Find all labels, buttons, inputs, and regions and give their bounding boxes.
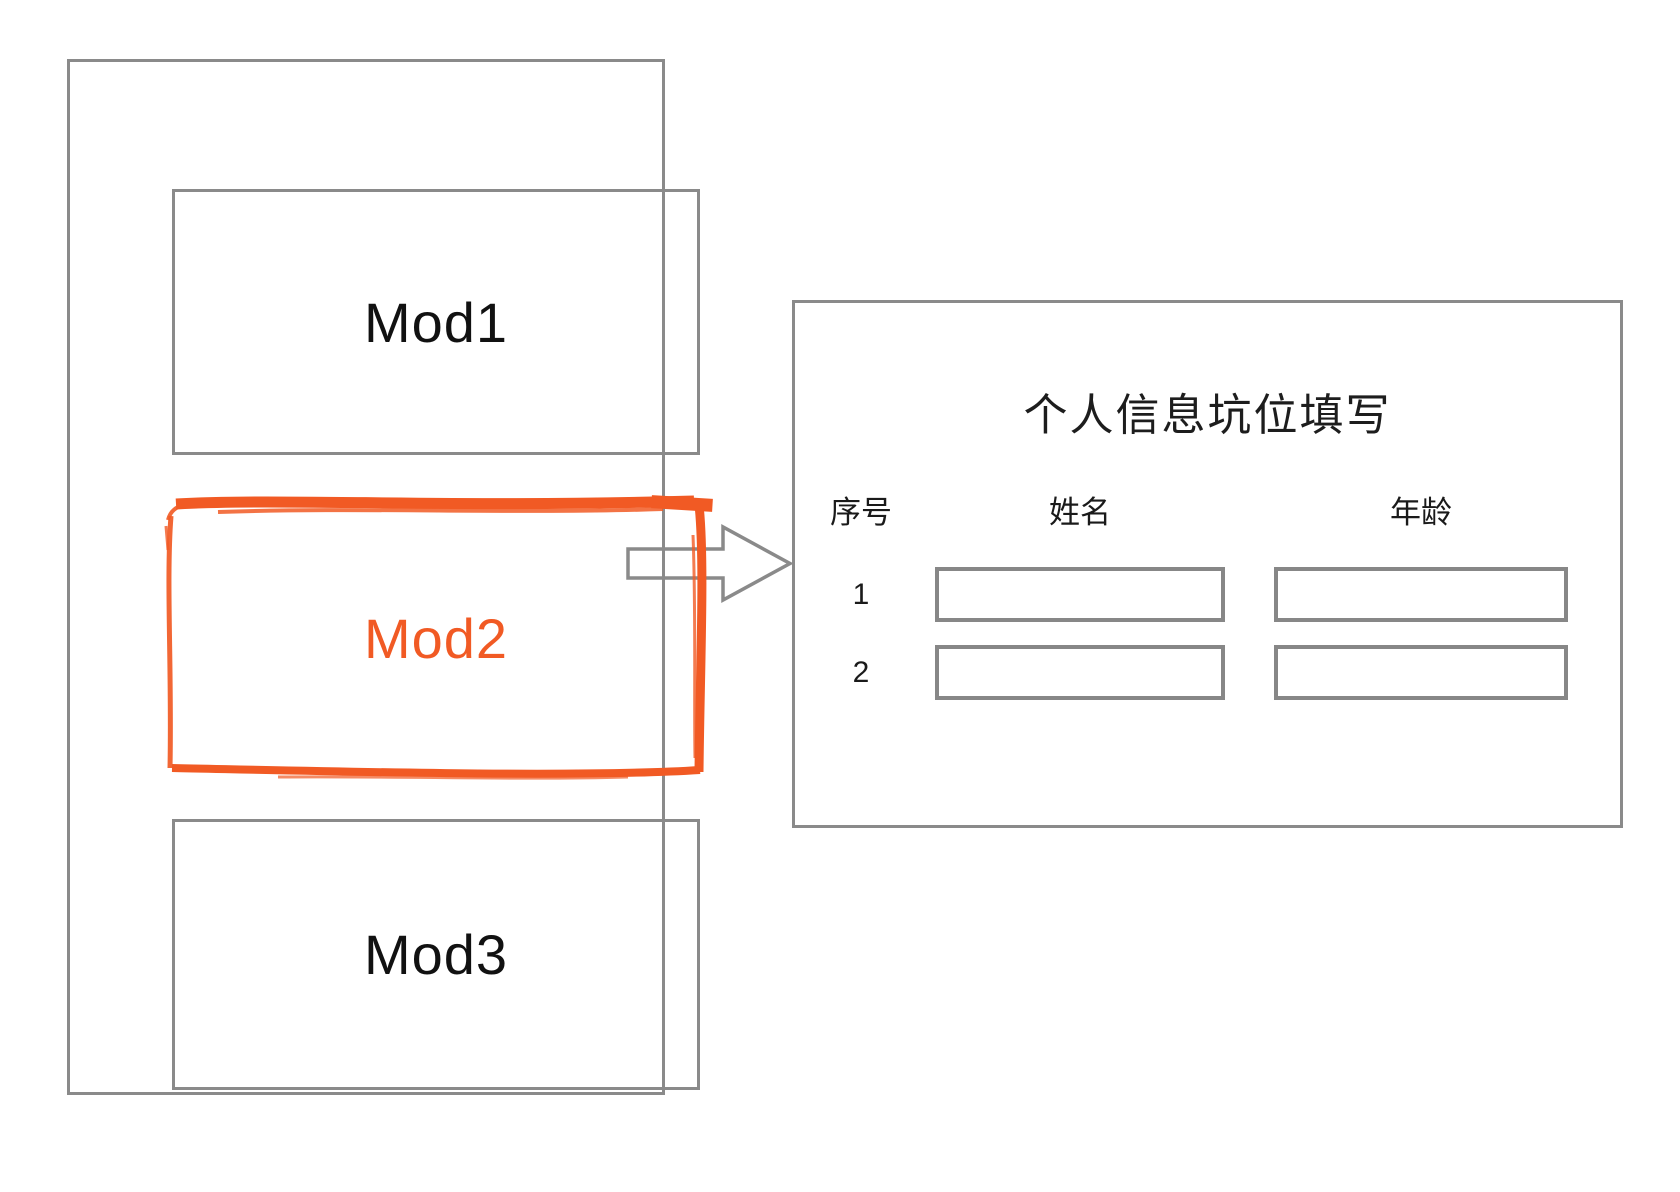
module-label: Mod1 (363, 290, 509, 354)
module-label: Mod3 (363, 923, 509, 986)
name-input-slot[interactable] (935, 645, 1225, 700)
module-label: Mod2 (363, 606, 509, 670)
module-box-mod2-highlighted: Mod2 (158, 490, 714, 786)
module-box-mod3: Mod3 (172, 819, 700, 1090)
module-container: Mod1 Mod2 Mod3 (67, 59, 713, 1095)
row-index-label: 2 (852, 656, 870, 689)
name-input-slot[interactable] (935, 567, 1225, 622)
age-input-slot[interactable] (1274, 645, 1568, 700)
column-header-age: 年龄 (1390, 495, 1452, 530)
row-index-label: 1 (852, 578, 870, 611)
column-header-index: 序号 (830, 495, 892, 530)
panel-title: 个人信息坑位填写 (1023, 391, 1392, 440)
age-input-slot[interactable] (1274, 567, 1568, 622)
column-header-name: 姓名 (1049, 495, 1111, 530)
flow-arrow-icon (626, 524, 794, 603)
brush-border-icon (164, 495, 713, 780)
module-box-mod1: Mod1 (172, 189, 700, 455)
info-panel: 个人信息坑位填写 序号 姓名 年龄 1 2 (792, 300, 1623, 828)
